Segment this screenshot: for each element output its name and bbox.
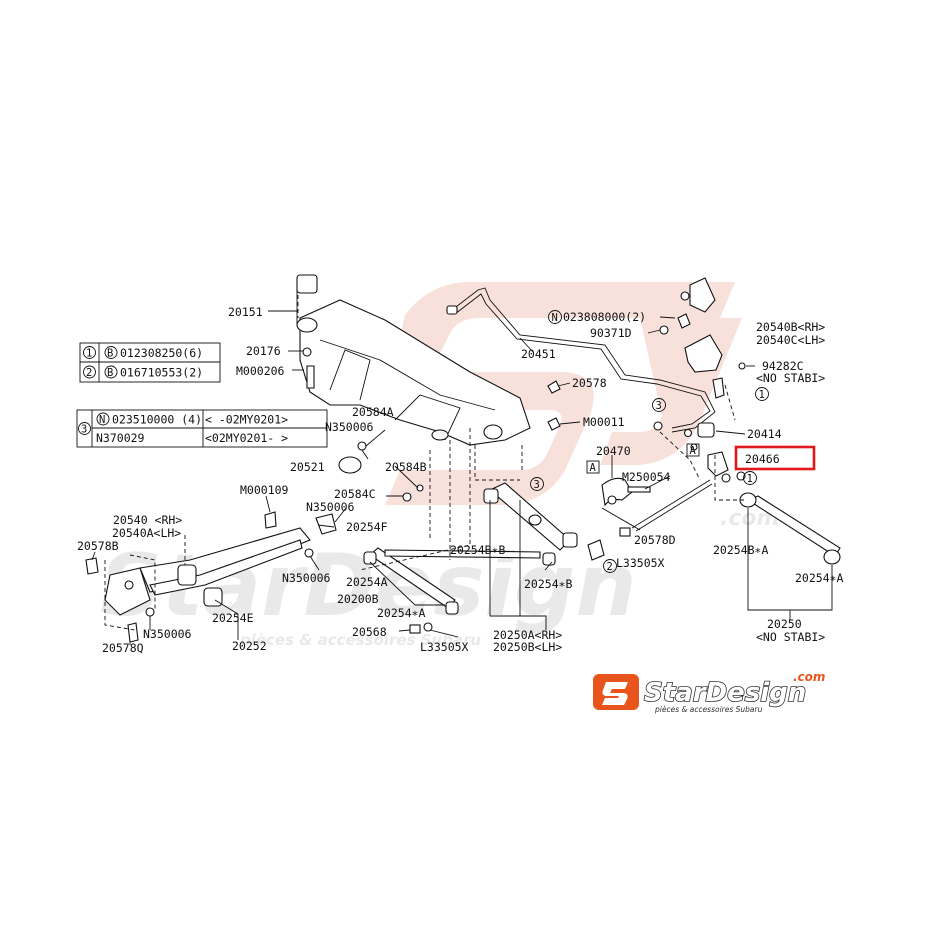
bracket-20540 xyxy=(104,567,151,616)
legend-row2-num: 2 xyxy=(86,367,92,379)
marker-a1: A xyxy=(590,462,597,474)
callout-m250054: M250054 xyxy=(622,470,671,484)
watermark-s-shape xyxy=(385,282,735,505)
callout-20540a: 20540A<LH> xyxy=(112,526,181,540)
callout-m00011: M00011 xyxy=(583,415,625,429)
callout-20200b: 20200B xyxy=(337,592,379,606)
stardesign-logo: StarDesign .com pièces & accessoires Sub… xyxy=(593,670,825,714)
legend3-r1-code: N xyxy=(99,414,105,426)
lateral-link-20470 xyxy=(601,477,651,507)
callout-20254b-b: 20254B∗B xyxy=(450,543,505,557)
marker-3b: 3 xyxy=(534,479,540,491)
callout-20578b: 20578B xyxy=(77,539,119,553)
callout-n350006-2: N350006 xyxy=(306,500,355,514)
legend-row2-text: 016710553(2) xyxy=(120,366,203,380)
watermark-sub: pièces & accessoires Subaru xyxy=(239,631,481,649)
legend-table-fasteners: 1 B 012308250(6) 2 B 016710553(2) xyxy=(79,342,221,383)
callout-20414: 20414 xyxy=(747,427,782,441)
callout-20254b-a: 20254B∗A xyxy=(713,543,768,557)
marker-2: 2 xyxy=(607,561,613,573)
callout-20584c: 20584C xyxy=(334,487,376,501)
callout-20540: 20540 <RH> xyxy=(113,513,182,527)
marker-n: N xyxy=(552,312,558,324)
callout-20521: 20521 xyxy=(290,460,325,474)
stabilizer-bushing xyxy=(697,422,715,438)
callout-20250a: 20250A<RH> xyxy=(493,628,562,642)
stabilizer-bar xyxy=(446,287,716,433)
crossmember xyxy=(296,274,531,446)
arm-20250a xyxy=(483,482,605,561)
arm-20250 xyxy=(739,492,841,565)
legend-table-nuts: 3 N 023510000 (4) < -02MY0201> N370029 <… xyxy=(76,409,328,448)
callout-20254-b: 20254∗B xyxy=(524,577,573,591)
callout-20578d: 20578D xyxy=(634,533,676,547)
bump-stop-20521 xyxy=(338,456,362,474)
callout-n350006-3: N350006 xyxy=(282,571,331,585)
legend3-num: 3 xyxy=(81,424,87,436)
legend-row1-text: 012308250(6) xyxy=(120,346,203,360)
marker-1a: 1 xyxy=(759,389,765,401)
legend-row1-code: B xyxy=(107,348,113,360)
callout-20254-a-right: 20254∗A xyxy=(795,571,844,585)
callout-20250: 20250 xyxy=(767,617,802,631)
callout-023808000: 023808000(2) xyxy=(563,310,646,324)
logo-brand: StarDesign xyxy=(644,678,806,708)
legend3-r1-range: < -02MY0201> xyxy=(205,413,288,427)
callout-n350006-1: N350006 xyxy=(325,420,374,434)
marker-1b: 1 xyxy=(747,473,753,485)
callout-m000206: M000206 xyxy=(236,364,285,378)
logo-domain: .com xyxy=(793,670,825,684)
callout-20451: 20451 xyxy=(521,347,556,361)
marker-3a: 3 xyxy=(656,400,662,412)
callout-20252: 20252 xyxy=(232,639,267,653)
callout-20470: 20470 xyxy=(596,444,631,458)
legend3-r2-range: <02MY0201- > xyxy=(205,431,288,445)
callouts: 20151 20176 M000206 20451 023808000(2) 9… xyxy=(77,305,844,655)
callout-20254e: 20254E xyxy=(212,611,254,625)
legend-row1-num: 1 xyxy=(86,348,92,360)
callout-m000109: M000109 xyxy=(240,483,289,497)
logo-tagline: pièces & accessoires Subaru xyxy=(654,705,763,714)
callout-20540b: 20540B<RH> xyxy=(756,320,825,334)
marker-a2: A xyxy=(690,445,697,457)
callout-20584b: 20584B xyxy=(385,460,427,474)
leader-lines xyxy=(91,284,833,645)
highlight-box xyxy=(734,445,816,471)
legend3-r1-part: 023510000 (4) xyxy=(112,413,202,427)
markers: 1 1 3 3 2 N A A xyxy=(530,310,769,573)
callout-no-stabi-2: <NO STABI> xyxy=(756,630,825,644)
legend-row2-code: B xyxy=(107,367,113,379)
callout-20176: 20176 xyxy=(246,344,281,358)
callout-20151: 20151 xyxy=(228,305,263,319)
legend3-r2-part: N370029 xyxy=(96,431,145,445)
stabilizer-link xyxy=(707,451,746,483)
callout-l33505x-1: L33505X xyxy=(616,556,665,570)
callout-20578q: 20578Q xyxy=(102,641,144,655)
callout-n350006-4: N350006 xyxy=(143,627,192,641)
callout-90371d: 90371D xyxy=(590,326,632,340)
stabilizer-bracket-upper xyxy=(659,277,716,335)
bushing-upper xyxy=(296,274,318,294)
callout-20250b: 20250B<LH> xyxy=(493,640,562,654)
fasteners xyxy=(85,347,698,643)
callout-20568: 20568 xyxy=(352,625,387,639)
bushing-mount xyxy=(296,317,318,333)
callout-94282c: 94282C xyxy=(762,359,804,373)
callout-20254f: 20254F xyxy=(346,520,388,534)
callout-no-stabi-1: <NO STABI> xyxy=(756,371,825,385)
callout-20584a: 20584A xyxy=(352,405,394,419)
callout-20466: 20466 xyxy=(745,452,780,466)
dashed-lines xyxy=(104,295,745,631)
callout-20578: 20578 xyxy=(572,376,607,390)
callout-20254a: 20254A xyxy=(346,575,388,589)
callout-20254-a-center: 20254∗A xyxy=(377,606,426,620)
rod-20578d xyxy=(631,479,713,532)
callout-l33505x-2: L33505X xyxy=(420,640,469,654)
stabilizer-bracket-lower xyxy=(684,334,746,399)
trailing-link-20252 xyxy=(104,513,337,616)
callout-20540c: 20540C<LH> xyxy=(756,333,825,347)
